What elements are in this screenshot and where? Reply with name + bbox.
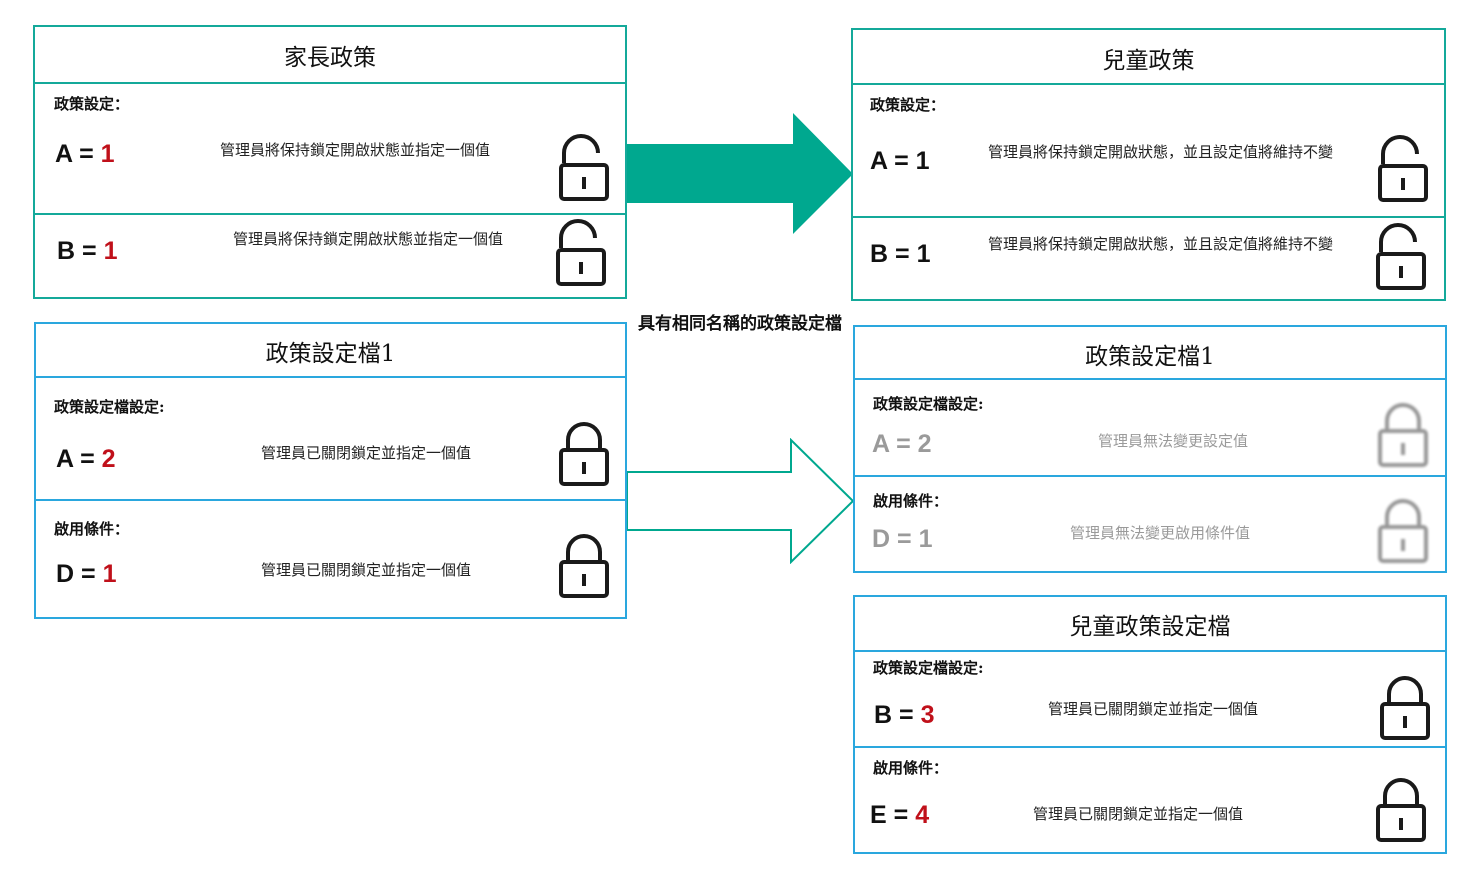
lock-open-icon[interactable] (555, 219, 607, 286)
section-label: 政策設定： (870, 96, 946, 114)
divider (855, 650, 1445, 652)
child-policy-box: 兒童政策 政策設定： A = 1 管理員將保持鎖定開啟狀態，並且設定值將維持不變… (851, 28, 1446, 301)
condition-op: = (890, 525, 919, 553)
child-own-profile-box: 兒童政策設定檔 政策設定檔設定: B = 3 管理員已關閉鎖定並指定一個值 啟用… (853, 595, 1447, 854)
setting-op: = (73, 445, 102, 473)
divider (35, 82, 625, 84)
setting-op: = (75, 237, 104, 265)
lock-open-icon[interactable] (558, 134, 610, 201)
setting-description: 管理員將保持鎖定開啟狀態，並且設定值將維持不變 (988, 235, 1334, 253)
conditions-label: 啟用條件： (873, 759, 949, 777)
parent-policy-box: 家長政策 政策設定： A = 1 管理員將保持鎖定開啟狀態並指定一個值 B = … (33, 25, 627, 299)
setting-value: 1 (916, 240, 931, 268)
lock-open-icon[interactable] (1377, 135, 1429, 202)
condition-op: = (886, 801, 916, 829)
divider (855, 378, 1445, 380)
same-name-profile-label: 具有相同名稱的政策設定檔 (638, 314, 842, 334)
condition-description: 管理員無法變更啟用條件值 (1069, 524, 1250, 542)
condition-d: D = 1 (56, 560, 116, 589)
lock-closed-icon[interactable] (558, 422, 610, 486)
setting-value: 1 (103, 237, 118, 265)
arrow-right-icon (627, 113, 855, 239)
conditions-label: 啟用條件： (873, 492, 949, 510)
setting-key: A (870, 147, 888, 175)
setting-description: 管理員無法變更設定值 (1097, 432, 1248, 450)
lock-closed-icon[interactable] (558, 534, 610, 598)
parent-profile-title: 政策設定檔1 (265, 340, 396, 367)
setting-op: = (888, 240, 917, 268)
condition-key: E (870, 801, 887, 829)
parent-profile-box: 政策設定檔1 政策設定檔設定: A = 2 管理員已關閉鎖定並指定一個值 啟用條… (34, 322, 627, 619)
setting-description: 管理員已關閉鎖定並指定一個值 (1047, 700, 1258, 718)
condition-d: D = 1 (872, 525, 932, 554)
divider (853, 83, 1444, 85)
setting-value: 1 (915, 147, 930, 175)
condition-description: 管理員已關閉鎖定並指定一個值 (260, 561, 471, 579)
setting-key: A (872, 430, 890, 458)
settings-label: 政策設定檔設定: (873, 395, 984, 413)
setting-value: 1 (100, 140, 115, 168)
setting-op: = (892, 701, 921, 729)
section-label: 政策設定： (54, 95, 130, 113)
condition-op: = (74, 560, 103, 588)
setting-b: B = 1 (57, 237, 117, 266)
condition-value: 1 (102, 560, 117, 588)
setting-op: = (72, 140, 101, 168)
divider (36, 376, 625, 378)
parent-policy-title: 家長政策 (284, 45, 376, 71)
lock-closed-icon[interactable] (1379, 676, 1431, 740)
divider (855, 746, 1445, 748)
child-profile-box: 政策設定檔1 政策設定檔設定: A = 2 管理員無法變更設定值 啟用條件： D… (853, 325, 1447, 573)
setting-key: B (874, 701, 893, 729)
divider (36, 499, 625, 501)
setting-value: 2 (917, 430, 932, 458)
lock-open-icon[interactable] (1375, 223, 1427, 290)
setting-description: 管理員將保持鎖定開啟狀態，並且設定值將維持不變 (988, 143, 1334, 161)
child-policy-title: 兒童政策 (1102, 47, 1195, 74)
setting-value: 3 (920, 701, 935, 729)
divider (853, 216, 1444, 218)
condition-e: E = 4 (870, 801, 929, 830)
setting-a: A = 1 (55, 140, 115, 169)
setting-b: B = 1 (870, 240, 930, 269)
settings-label: 政策設定檔設定: (54, 398, 165, 416)
setting-op: = (887, 147, 916, 175)
child-own-profile-title: 兒童政策設定檔 (1069, 614, 1231, 640)
setting-value: 2 (101, 445, 116, 473)
lock-closed-icon[interactable] (1375, 778, 1427, 842)
divider (35, 213, 625, 215)
setting-description: 管理員已關閉鎖定並指定一個值 (260, 444, 471, 462)
setting-key: B (870, 240, 889, 268)
divider (855, 475, 1445, 477)
condition-key: D (872, 525, 891, 553)
setting-b: B = 3 (874, 701, 934, 730)
condition-key: D (56, 560, 75, 588)
conditions-label: 啟用條件： (54, 520, 130, 538)
settings-label: 政策設定檔設定: (873, 659, 984, 677)
setting-key: A (55, 140, 73, 168)
setting-key: A (56, 445, 74, 473)
condition-value: 1 (918, 525, 933, 553)
setting-key: B (57, 237, 76, 265)
condition-value: 4 (915, 801, 930, 829)
condition-description: 管理員已關閉鎖定並指定一個值 (1032, 805, 1243, 823)
lock-closed-icon (1377, 499, 1429, 563)
setting-description: 管理員將保持鎖定開啟狀態並指定一個值 (219, 141, 490, 159)
child-profile-title: 政策設定檔1 (1085, 343, 1215, 370)
setting-a: A = 1 (870, 147, 930, 176)
setting-op: = (889, 430, 918, 458)
setting-a: A = 2 (872, 430, 932, 459)
setting-a: A = 2 (56, 445, 116, 474)
lock-closed-icon (1377, 403, 1429, 467)
arrow-right-icon (626, 437, 857, 568)
setting-description: 管理員將保持鎖定開啟狀態並指定一個值 (232, 230, 503, 248)
